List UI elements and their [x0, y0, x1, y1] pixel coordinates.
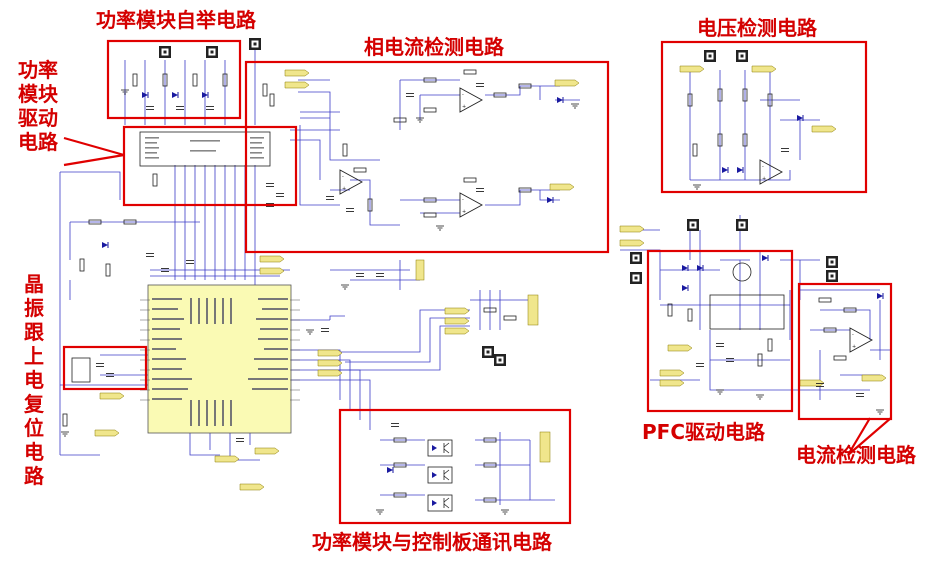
box-comm	[338, 408, 572, 525]
box-crystal	[62, 345, 148, 391]
label-power-module-bootstrap: 功率模块自举电路	[96, 8, 256, 32]
box-bootstrap	[106, 39, 242, 120]
label-voltage-detect: 电压检测电路	[697, 16, 817, 40]
driver-pointer	[63, 136, 125, 167]
label-current-detect: 电流检测电路	[796, 443, 916, 467]
label-comm-circuit: 功率模块与控制板通讯电路	[312, 530, 552, 554]
box-pfc	[646, 249, 794, 413]
label-phase-current-detect: 相电流检测电路	[364, 35, 504, 59]
driver-ic	[139, 131, 271, 167]
box-phase-current	[244, 60, 610, 254]
highlight-boxes	[62, 39, 893, 525]
wires	[59, 46, 890, 505]
label-power-module-drive: 功率模块驱动电路	[18, 58, 58, 154]
box-driver	[122, 125, 298, 207]
current-detect-pointer	[847, 417, 892, 456]
label-crystal-reset: 晶振跟上电复位电路	[24, 272, 44, 488]
mcu-chip	[140, 284, 300, 434]
box-voltage-detect	[660, 40, 868, 194]
components	[60, 38, 887, 515]
box-current-detect	[797, 282, 893, 421]
label-pfc-drive: PFC驱动电路	[642, 420, 765, 444]
